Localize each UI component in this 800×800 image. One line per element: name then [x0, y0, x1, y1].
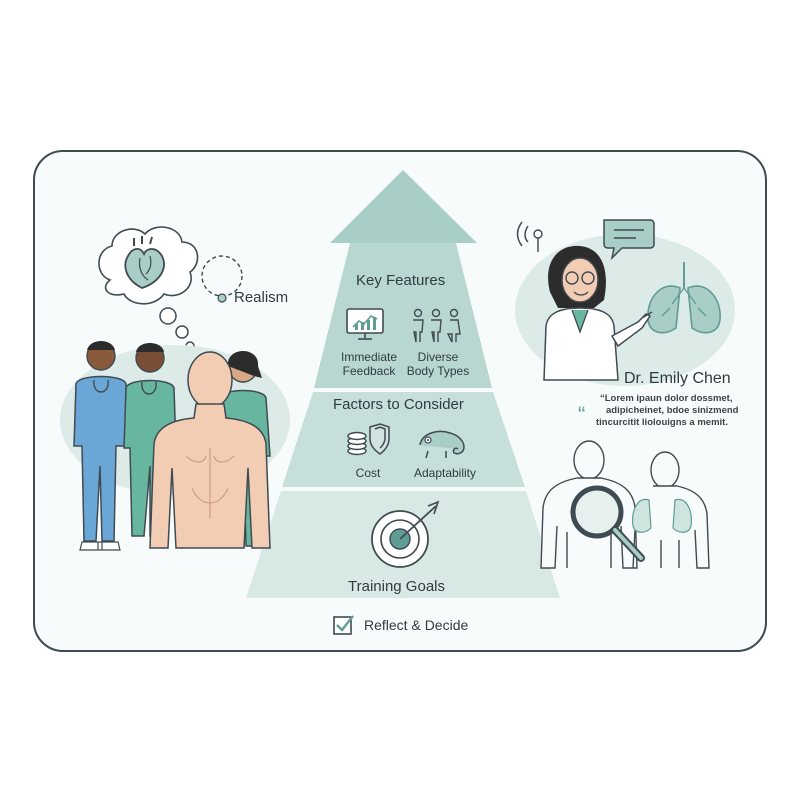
speech-bubble-icon	[603, 219, 655, 261]
diverse-body-types-label: Diverse Body Types	[406, 350, 470, 378]
pyramid-tier-factors	[282, 392, 525, 487]
pyramid-arrow-head	[330, 170, 477, 243]
factors-label: Factors to Consider	[333, 396, 464, 413]
doctor-name: Dr. Emily Chen	[624, 370, 731, 387]
realism-label: Realism	[234, 289, 289, 306]
checkbox-icon[interactable]	[333, 614, 355, 636]
chameleon-icon	[419, 430, 465, 459]
pyramid-tier-key-features	[314, 243, 492, 388]
quote-line-2: adipicheinet, bdoe sinizmend	[606, 405, 739, 416]
mannequin-torso	[149, 351, 271, 549]
quote-line-3: tincurcitit liolouigns a memit.	[596, 417, 728, 428]
signal-icon	[516, 221, 543, 252]
monitor-chart-icon	[346, 308, 384, 340]
doctor-figure	[543, 245, 653, 381]
adaptability-label: Adaptability	[413, 466, 477, 480]
training-goals-label: Training Goals	[348, 578, 445, 595]
quote-open-mark: “	[578, 402, 586, 427]
target-arrow-icon	[371, 500, 440, 568]
body-comparison	[540, 440, 710, 569]
key-features-label: Key Features	[356, 272, 446, 289]
quote-line-1: “Lorem ipaun dolor dossmet,	[600, 393, 733, 404]
magnifier-icon	[570, 485, 645, 562]
reflect-decide-label: Reflect & Decide	[364, 617, 469, 633]
realism-connector	[201, 255, 243, 303]
coins-shield-icon	[347, 423, 390, 456]
cost-label: Cost	[355, 466, 381, 480]
body-types-icon	[413, 308, 461, 343]
heart-icon	[124, 236, 165, 289]
immediate-feedback-label: Immediate Feedback	[340, 350, 398, 378]
